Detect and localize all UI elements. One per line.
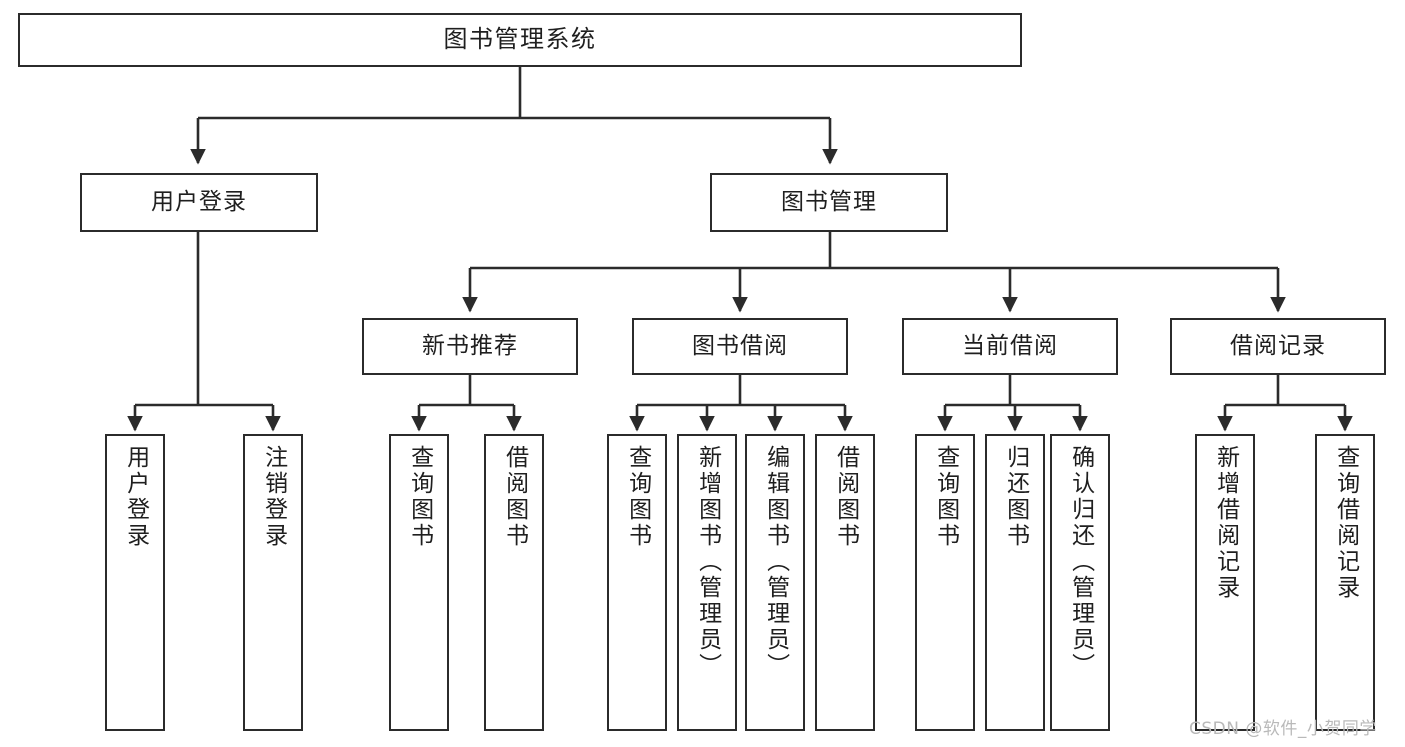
node-label: 借阅图书 <box>501 445 528 549</box>
node-label: 用户登录 <box>122 445 149 549</box>
node-label: 新增借阅记录 <box>1212 445 1239 601</box>
node-label: 当前借阅 <box>962 333 1058 360</box>
node-user-login[interactable]: 用户登录 <box>80 173 318 232</box>
node-book-management[interactable]: 图书管理 <box>710 173 948 232</box>
node-current-borrow[interactable]: 当前借阅 <box>902 318 1118 375</box>
node-label: 新书推荐 <box>422 333 518 360</box>
node-new-book-recommend[interactable]: 新书推荐 <box>362 318 578 375</box>
node-label: 编辑图书（管理员） <box>762 445 789 679</box>
leaf-current-borrow-query[interactable]: 查询图书 <box>915 434 975 731</box>
leaf-user-login-logout[interactable]: 注销登录 <box>243 434 303 731</box>
leaf-borrow-record-add[interactable]: 新增借阅记录 <box>1195 434 1255 731</box>
csdn-watermark: CSDN @软件_小贺同学 <box>1189 719 1377 739</box>
node-label: 图书管理系统 <box>443 25 597 54</box>
leaf-book-borrow-edit-admin[interactable]: 编辑图书（管理员） <box>745 434 805 731</box>
node-book-borrow[interactable]: 图书借阅 <box>632 318 848 375</box>
node-label: 查询图书 <box>932 445 959 549</box>
node-label: 借阅图书 <box>832 445 859 549</box>
leaf-borrow-record-query[interactable]: 查询借阅记录 <box>1315 434 1375 731</box>
leaf-book-borrow-add-admin[interactable]: 新增图书（管理员） <box>677 434 737 731</box>
node-label: 用户登录 <box>151 189 247 216</box>
leaf-new-book-query[interactable]: 查询图书 <box>389 434 449 731</box>
node-label: 归还图书 <box>1002 445 1029 549</box>
leaf-current-borrow-return[interactable]: 归还图书 <box>985 434 1045 731</box>
leaf-new-book-borrow[interactable]: 借阅图书 <box>484 434 544 731</box>
node-borrow-record[interactable]: 借阅记录 <box>1170 318 1386 375</box>
leaf-book-borrow-query[interactable]: 查询图书 <box>607 434 667 731</box>
leaf-current-borrow-confirm-return-admin[interactable]: 确认归还（管理员） <box>1050 434 1110 731</box>
node-root-book-management-system[interactable]: 图书管理系统 <box>18 13 1022 67</box>
node-label: 查询图书 <box>406 445 433 549</box>
node-label: 查询借阅记录 <box>1332 445 1359 601</box>
leaf-user-login-login[interactable]: 用户登录 <box>105 434 165 731</box>
node-label: 图书管理 <box>781 189 877 216</box>
node-label: 借阅记录 <box>1230 333 1326 360</box>
node-label: 注销登录 <box>260 445 287 549</box>
node-label: 查询图书 <box>624 445 651 549</box>
node-label: 新增图书（管理员） <box>694 445 721 679</box>
leaf-book-borrow-borrow[interactable]: 借阅图书 <box>815 434 875 731</box>
node-label: 确认归还（管理员） <box>1067 445 1094 679</box>
node-label: 图书借阅 <box>692 333 788 360</box>
